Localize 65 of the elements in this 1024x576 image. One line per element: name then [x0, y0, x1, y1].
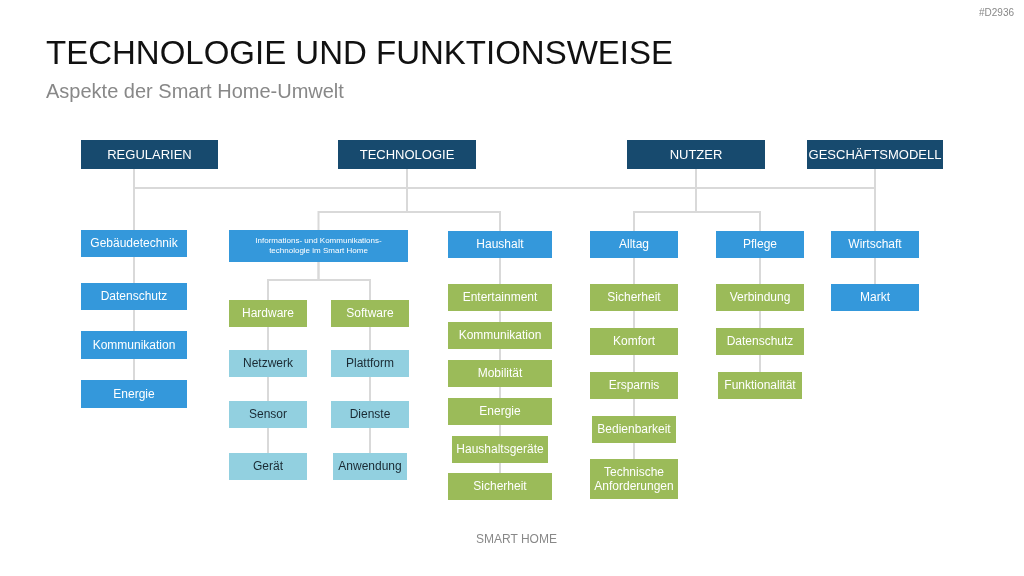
aspect-box: Datenschutz: [716, 328, 804, 355]
connector-line: [369, 376, 371, 402]
connector-line: [633, 257, 635, 285]
detail-box: Plattform: [331, 350, 409, 377]
detail-box: Netzwerk: [229, 350, 307, 377]
connector-line: [369, 427, 371, 454]
category-header-box: TECHNOLOGIE: [338, 140, 476, 169]
detail-box: Anwendung: [333, 453, 407, 480]
connector-line: [874, 257, 876, 285]
aspect-box: Technische Anforderungen: [590, 459, 678, 499]
connector-line: [759, 310, 761, 329]
category-header-box: REGULARIEN: [81, 140, 218, 169]
aspect-box: Komfort: [590, 328, 678, 355]
category-header-box: NUTZER: [627, 140, 765, 169]
topic-box: Gebäudetechnik: [81, 230, 187, 257]
aspect-box: Funktionalität: [718, 372, 802, 399]
connector-line: [633, 398, 635, 417]
aspect-box: Haushaltsgeräte: [452, 436, 548, 463]
connector-line: [499, 386, 501, 399]
detail-box: Dienste: [331, 401, 409, 428]
connector-line: [633, 310, 635, 329]
topic-box: Kommunikation: [81, 331, 187, 359]
connector-line: [499, 424, 501, 437]
connector-line: [633, 442, 635, 460]
subtitle: Aspekte der Smart Home-Umwelt: [46, 80, 344, 103]
topic-box: Datenschutz: [81, 283, 187, 310]
aspect-box: Entertainment: [448, 284, 552, 311]
connector-line: [369, 326, 371, 351]
connector-line: [133, 358, 135, 381]
topic-box: Alltag: [590, 231, 678, 258]
topic-box: Informations- und Kommunikations- technologie im Smart Home: [229, 230, 408, 262]
connector-line: [317, 261, 371, 301]
aspect-box: Bedienbarkeit: [592, 416, 676, 443]
footer-text: SMART HOME: [476, 532, 557, 546]
aspect-box: Energie: [448, 398, 552, 425]
connector-line: [499, 257, 501, 285]
aspect-box: Sicherheit: [448, 473, 552, 500]
connector-line: [267, 326, 269, 351]
detail-box: Gerät: [229, 453, 307, 480]
connector-line: [133, 256, 135, 284]
aspect-box: Ersparnis: [590, 372, 678, 399]
aspect-box: Hardware: [229, 300, 307, 327]
connector-line: [133, 309, 135, 332]
aspect-box: Verbindung: [716, 284, 804, 311]
connector-line: [499, 462, 501, 474]
connector-line: [759, 257, 761, 285]
topic-box: Energie: [81, 380, 187, 408]
title: TECHNOLOGIE UND FUNKTIONSWEISE: [46, 34, 674, 72]
aspect-box: Mobilität: [448, 360, 552, 387]
connector-line: [499, 348, 501, 361]
connector-line: [499, 310, 501, 323]
category-header-box: GESCHÄFTSMODELL: [807, 140, 943, 169]
topic-box: Pflege: [716, 231, 804, 258]
connector-line: [633, 354, 635, 373]
topic-box: Haushalt: [448, 231, 552, 258]
detail-box: Sensor: [229, 401, 307, 428]
connector-line: [267, 427, 269, 454]
aspect-box: Sicherheit: [590, 284, 678, 311]
aspect-box: Kommunikation: [448, 322, 552, 349]
connector-line: [267, 376, 269, 402]
topic-box: Wirtschaft: [831, 231, 919, 258]
slide-code: #D2936: [978, 7, 1014, 18]
topic-box: Markt: [831, 284, 919, 311]
aspect-box: Software: [331, 300, 409, 327]
connector-line: [759, 354, 761, 373]
